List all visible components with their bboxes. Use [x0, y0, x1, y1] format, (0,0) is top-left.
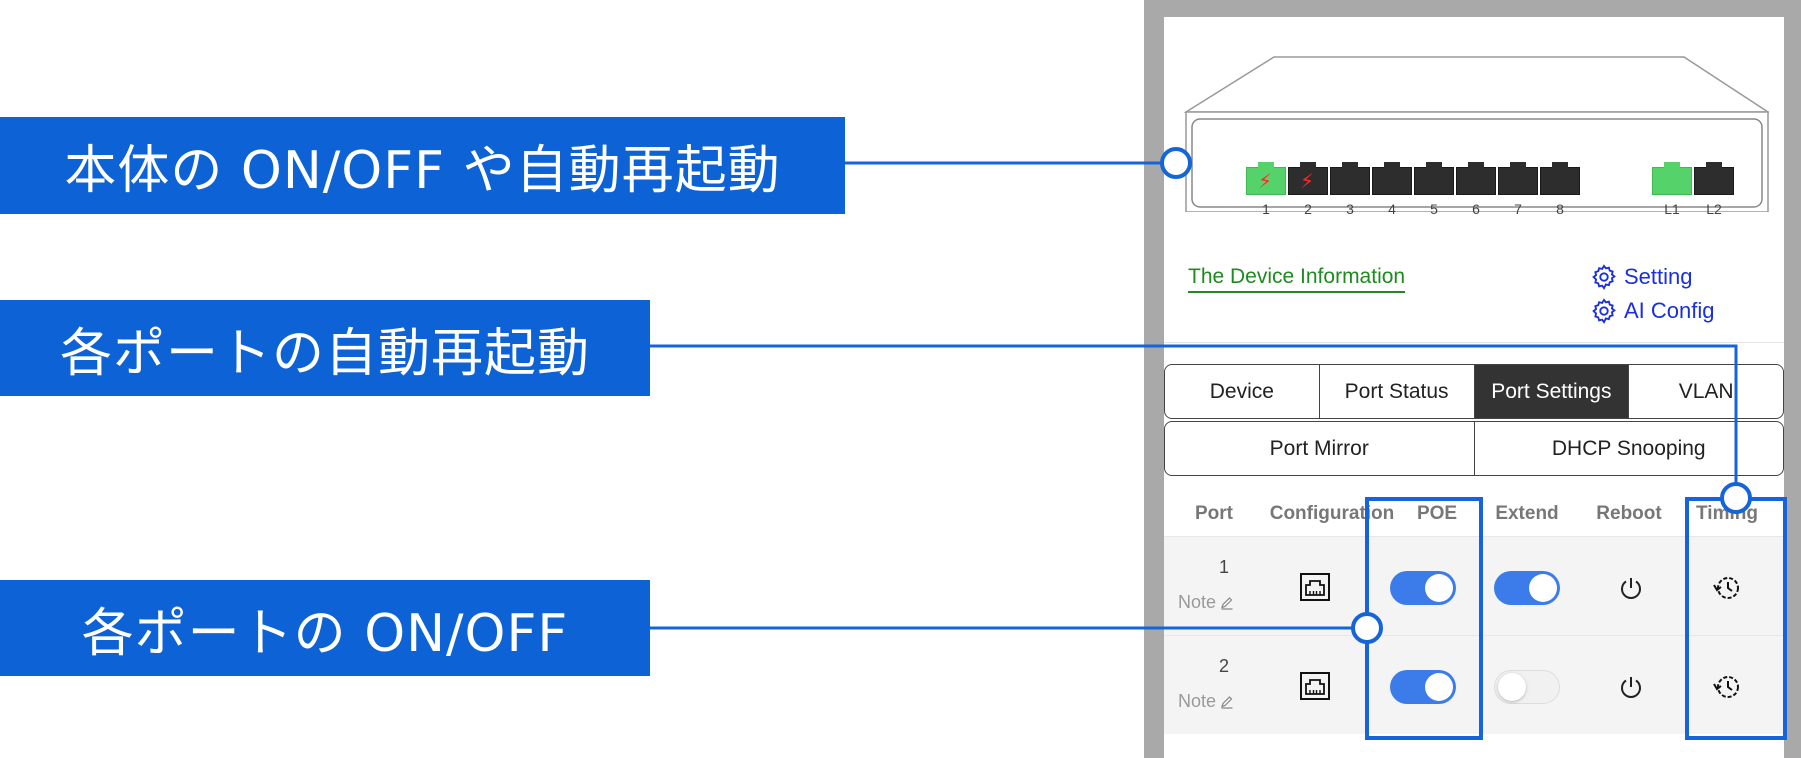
switch-port-8 — [1540, 162, 1580, 195]
uplink-port-l2 — [1694, 162, 1734, 195]
port-number: 1 — [1218, 557, 1229, 577]
table-row: 1 Note — [1164, 536, 1784, 635]
ethernet-port-icon[interactable] — [1300, 573, 1330, 601]
ethernet-port-icon[interactable] — [1300, 672, 1330, 700]
ai-config-label: AI Config — [1624, 298, 1715, 323]
switch-port-label: 1 — [1262, 201, 1270, 217]
gear-icon — [1592, 298, 1616, 324]
timer-clock-icon[interactable] — [1710, 672, 1742, 702]
switch-port-7 — [1498, 162, 1538, 195]
lightning-bolt-icon: ⚡ — [1300, 169, 1315, 193]
switch-port-2: ⚡ — [1288, 162, 1328, 195]
app-screen: ⚡ 1 ⚡ 2 3 4 5 6 7 8 L1 L2 The Device Information Se… — [1164, 17, 1784, 758]
switch-port-4 — [1372, 162, 1412, 195]
switch-port-1: ⚡ — [1246, 162, 1286, 195]
setting-link[interactable]: Setting — [1590, 263, 1693, 291]
tab-vlan[interactable]: VLAN — [1678, 379, 1734, 403]
extend-toggle[interactable] — [1494, 571, 1560, 605]
ai-config-link[interactable]: AI Config — [1590, 297, 1715, 325]
tab-port-settings[interactable]: Port Settings — [1474, 365, 1630, 418]
uplink-port-l1 — [1652, 162, 1692, 195]
column-header-reboot: Reboot — [1596, 503, 1662, 524]
tab-dhcp-snooping[interactable]: DHCP Snooping — [1551, 436, 1706, 460]
extend-toggle[interactable] — [1494, 670, 1560, 704]
note-label: Note — [1178, 691, 1217, 711]
uplink-port-label: L2 — [1706, 201, 1722, 217]
switch-port-3 — [1330, 162, 1370, 195]
pencil-icon — [1221, 695, 1233, 709]
power-icon[interactable] — [1618, 575, 1644, 601]
column-header-poe: POE — [1416, 503, 1458, 524]
callout-device-power-text: 本体の ON/OFF や自動再起動 — [64, 141, 781, 201]
switch-port-label: 8 — [1556, 201, 1564, 217]
callout-port-power-label: 各ポートの ON/OFF — [0, 580, 650, 676]
lightning-bolt-icon: ⚡ — [1258, 169, 1273, 193]
switch-device-illustration: ⚡ 1 ⚡ 2 3 4 5 6 7 8 L1 L2 — [1184, 37, 1769, 217]
column-header-port: Port — [1195, 503, 1233, 524]
device-information-link[interactable]: The Device Information — [1188, 265, 1406, 293]
poe-toggle[interactable] — [1390, 571, 1456, 605]
tab-port-status[interactable]: Port Status — [1320, 365, 1475, 418]
switch-port-label: 5 — [1430, 201, 1438, 217]
column-header-configuration: Configuration — [1269, 503, 1395, 524]
port-number: 2 — [1218, 656, 1229, 676]
callout-device-power-label: 本体の ON/OFF や自動再起動 — [0, 117, 845, 214]
divider — [1164, 342, 1784, 343]
tab-row-secondary: Port Mirror DHCP Snooping — [1164, 421, 1784, 476]
column-header-timing: Timing — [1696, 503, 1758, 524]
switch-port-label: 4 — [1388, 201, 1396, 217]
uplink-port-label: L1 — [1664, 201, 1680, 217]
power-icon[interactable] — [1618, 674, 1644, 700]
pencil-icon — [1221, 596, 1233, 610]
poe-toggle[interactable] — [1390, 670, 1456, 704]
toggle-knob — [1498, 673, 1526, 701]
column-header-extend: Extend — [1495, 503, 1559, 524]
tab-device[interactable]: Device — [1165, 365, 1320, 418]
callout-port-power-text: 各ポートの ON/OFF — [81, 603, 569, 664]
tab-row-primary: Device Port Status Port Settings VLAN — [1164, 364, 1784, 419]
toggle-knob — [1425, 673, 1453, 701]
gear-icon — [1592, 264, 1616, 290]
switch-port-label: 6 — [1472, 201, 1480, 217]
toggle-knob — [1529, 574, 1557, 602]
callout-port-reboot-label: 各ポートの自動再起動 — [0, 300, 650, 396]
note-label: Note — [1178, 592, 1217, 612]
callout-port-reboot-text: 各ポートの自動再起動 — [59, 323, 590, 384]
switch-port-label: 2 — [1304, 201, 1312, 217]
timer-clock-icon[interactable] — [1710, 573, 1742, 603]
table-row: 2 Note — [1164, 635, 1784, 734]
switch-port-label: 7 — [1514, 201, 1522, 217]
note-button[interactable]: Note — [1178, 691, 1235, 712]
tab-port-mirror[interactable]: Port Mirror — [1165, 422, 1475, 475]
toggle-knob — [1425, 574, 1453, 602]
switch-port-label: 3 — [1346, 201, 1354, 217]
setting-label: Setting — [1624, 264, 1693, 289]
note-button[interactable]: Note — [1178, 592, 1235, 613]
switch-port-5 — [1414, 162, 1454, 195]
switch-port-6 — [1456, 162, 1496, 195]
